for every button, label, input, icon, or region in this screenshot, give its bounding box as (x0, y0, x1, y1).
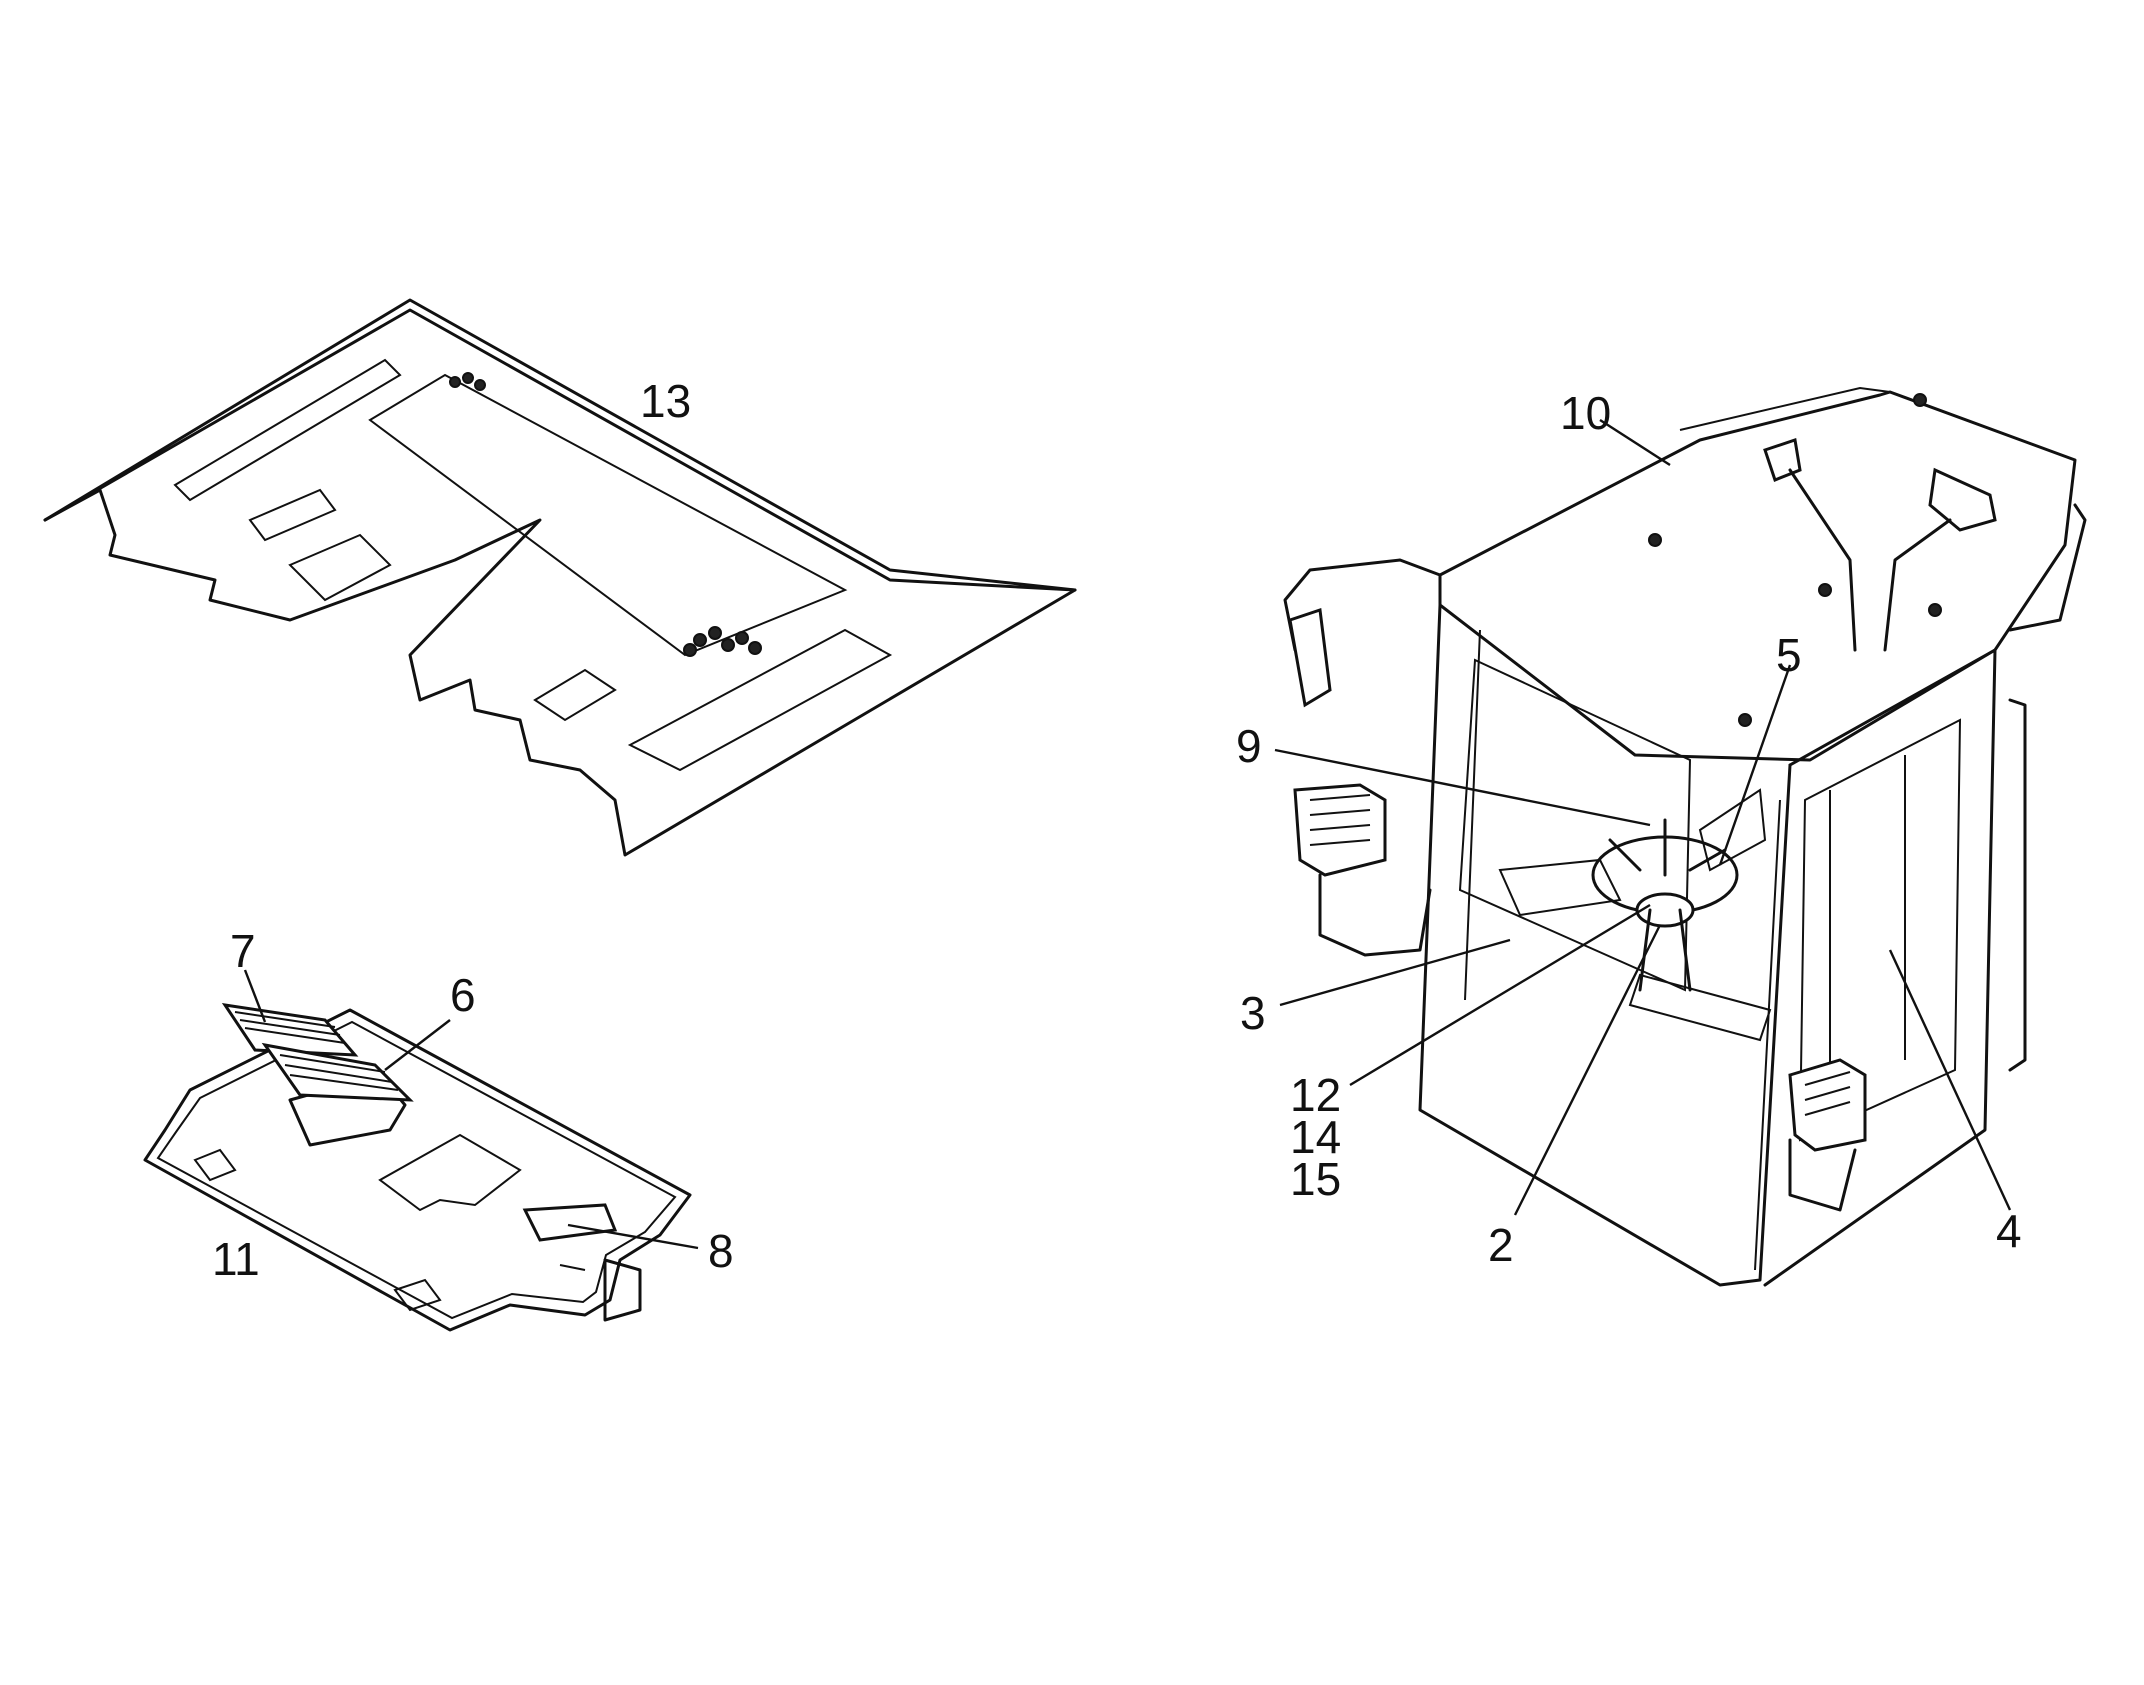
callout-15: 15 (1290, 1153, 1342, 1205)
callout-6: 6 (450, 969, 476, 1021)
callout-3: 3 (1240, 987, 1266, 1039)
callout-9: 9 (1236, 720, 1262, 772)
callout-5: 5 (1776, 629, 1802, 681)
callout-12: 12 (1290, 1069, 1342, 1121)
callout-14: 14 (1290, 1111, 1342, 1163)
callout-11: 11 (212, 1233, 260, 1285)
floor-mat-13 (43, 298, 1077, 857)
callout-10: 10 (1560, 387, 1612, 439)
operator-cab (1283, 386, 2087, 1287)
callout-13: 13 (640, 375, 692, 427)
callout-7: 7 (230, 925, 256, 977)
callout-8: 8 (708, 1225, 734, 1277)
leader-lines (243, 418, 2012, 1250)
callout-4: 4 (1996, 1205, 2022, 1257)
callout-2: 2 (1488, 1219, 1514, 1271)
floor-plate-11 (143, 1003, 692, 1332)
